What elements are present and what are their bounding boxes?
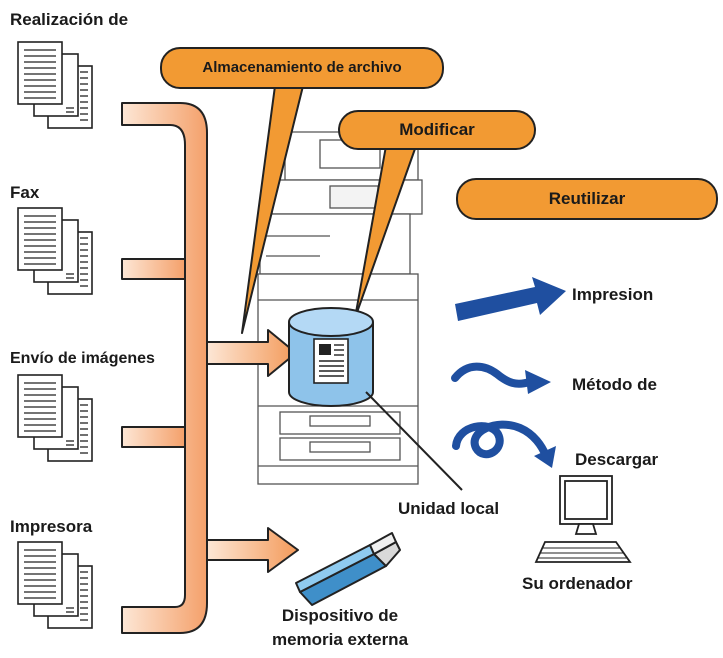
source-label-image-send: Envío de imágenes	[10, 350, 155, 367]
external-memory-label-line2: memoria externa	[271, 630, 409, 649]
local-drive-icon	[288, 307, 374, 407]
flow-tube	[121, 102, 208, 634]
external-memory-label-line1: Dispositivo de	[281, 606, 399, 625]
arrow-to-external-memory	[206, 527, 299, 573]
document-stack-fax	[17, 207, 93, 295]
print-arrow	[455, 277, 566, 321]
local-drive-label: Unidad local	[398, 499, 500, 518]
modify-callout: Modificar	[338, 110, 536, 150]
output-label-download: Descargar	[575, 450, 659, 469]
document-stack-copy	[17, 41, 93, 129]
arrow-to-local-drive	[206, 329, 297, 377]
storage-callout: Almacenamiento de archivo	[160, 47, 444, 89]
document-stack-scan	[17, 374, 93, 462]
reuse-callout: Reutilizar	[456, 178, 718, 220]
computer-icon	[534, 475, 632, 563]
computer-label: Su ordenador	[522, 574, 633, 593]
source-label-copy: Realización de	[10, 10, 129, 29]
document-stack-printer	[17, 541, 93, 629]
source-label-fax: Fax	[10, 183, 40, 202]
download-arrow	[452, 420, 556, 468]
output-label-print: Impresion	[572, 285, 654, 304]
usb-memory-icon	[295, 532, 401, 606]
source-label-printer: Impresora	[10, 517, 93, 536]
output-label-method: Método de	[572, 375, 657, 394]
local-drive-leader-line	[365, 391, 463, 491]
method-arrow	[451, 362, 551, 394]
